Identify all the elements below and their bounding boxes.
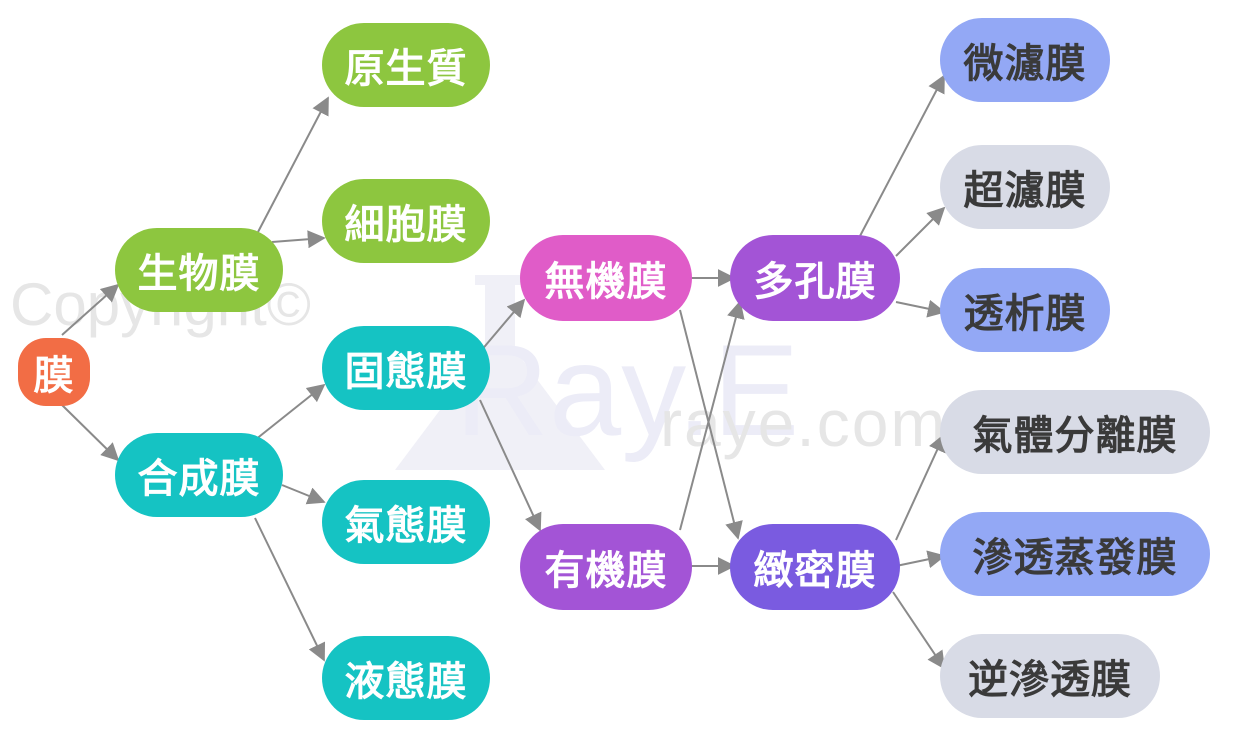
- arrow-solid-to-inorganic: [479, 298, 526, 353]
- node-synthetic: 合成膜: [115, 433, 283, 517]
- node-organic: 有機膜: [520, 524, 692, 610]
- arrow-synthetic-to-gas-state: [281, 484, 326, 505]
- node-dialysis: 透析膜: [940, 268, 1110, 352]
- arrow-membrane-to-biological: [61, 283, 120, 336]
- arrow-dense-to-pervaporation: [895, 550, 946, 569]
- arrow-biological-to-protoplasm: [257, 96, 329, 233]
- arrow-inorganic-to-dense: [679, 309, 743, 540]
- node-gas-separation: 氣體分離膜: [940, 390, 1210, 474]
- node-gas-state: 氣態膜: [322, 480, 490, 564]
- node-biological: 生物膜: [115, 228, 283, 312]
- arrow-porous-to-dialysis: [895, 299, 946, 318]
- node-membrane: 膜: [18, 338, 90, 406]
- node-inorganic: 無機膜: [520, 235, 692, 321]
- node-liquid-state: 液態膜: [322, 636, 490, 720]
- arrow-porous-to-ultrafiltration: [895, 206, 946, 257]
- flask-logo-icon: [395, 275, 605, 470]
- arrow-organic-to-porous: [679, 300, 745, 531]
- node-dense: 緻密膜: [730, 524, 900, 610]
- arrow-dense-to-gas-separation: [895, 433, 946, 541]
- node-solid-state: 固態膜: [322, 326, 490, 410]
- arrow-porous-to-microfiltration: [859, 74, 945, 237]
- arrow-dense-to-reverse-osmosis: [892, 591, 946, 670]
- node-cell-membrane: 細胞膜: [322, 179, 490, 263]
- node-pervaporation: 滲透蒸發膜: [940, 512, 1210, 596]
- arrow-synthetic-to-liquid-state: [254, 517, 326, 662]
- arrow-membrane-to-synthetic: [61, 404, 120, 462]
- node-microfiltration: 微濾膜: [940, 18, 1110, 102]
- node-reverse-osmosis: 逆滲透膜: [940, 634, 1160, 718]
- node-ultrafiltration: 超濾膜: [940, 145, 1110, 229]
- node-porous: 多孔膜: [730, 235, 900, 321]
- arrow-biological-to-cell-membrane: [271, 230, 326, 249]
- arrow-synthetic-to-solid-state: [254, 383, 326, 441]
- arrow-solid-to-organic: [479, 399, 542, 532]
- node-protoplasm: 原生質: [322, 23, 490, 107]
